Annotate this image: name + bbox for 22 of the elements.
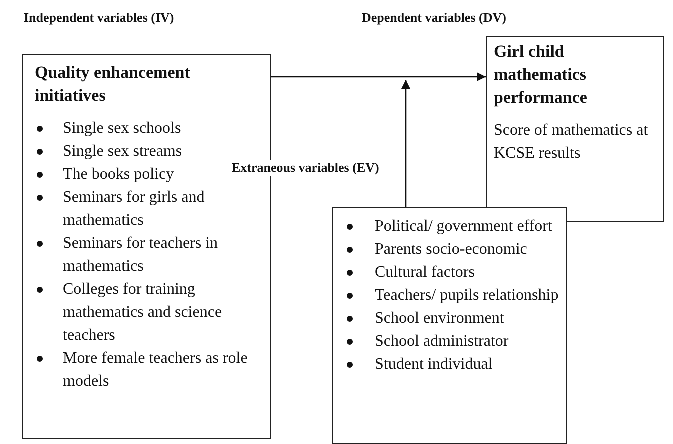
list-item: School environment xyxy=(375,309,506,329)
list-item: Colleges for training mathematics and science teachers xyxy=(63,280,224,346)
box-heading: Quality enhancement initiatives xyxy=(35,62,192,107)
list-item: Single sex streams xyxy=(63,142,184,162)
section-label: Independent variables (IV) xyxy=(24,10,174,26)
list-item: Single sex schools xyxy=(63,119,182,139)
list-item: Seminars for teachers in mathematics xyxy=(63,234,220,277)
list-item: Student individual xyxy=(375,355,494,375)
list-item: Seminars for girls and mathematics xyxy=(63,188,206,231)
box-heading: Girl child mathematics performance xyxy=(494,41,588,109)
list-item: Parents socio-economic xyxy=(375,240,528,260)
arrow xyxy=(271,72,486,82)
text-box xyxy=(332,207,567,444)
section-label: Dependent variables (DV) xyxy=(362,10,506,26)
list-item: Cultural factors xyxy=(375,263,476,283)
list-item: School administrator xyxy=(375,332,510,352)
box-description: Score of mathematics at KCSE results xyxy=(494,121,650,164)
list-item: Teachers/ pupils relationship xyxy=(375,286,560,306)
arrow xyxy=(402,80,410,207)
list-item: Political/ government effort xyxy=(375,217,554,237)
section-label: Extraneous variables (EV) xyxy=(232,160,380,176)
list-item: More female teachers as role models xyxy=(63,349,249,392)
